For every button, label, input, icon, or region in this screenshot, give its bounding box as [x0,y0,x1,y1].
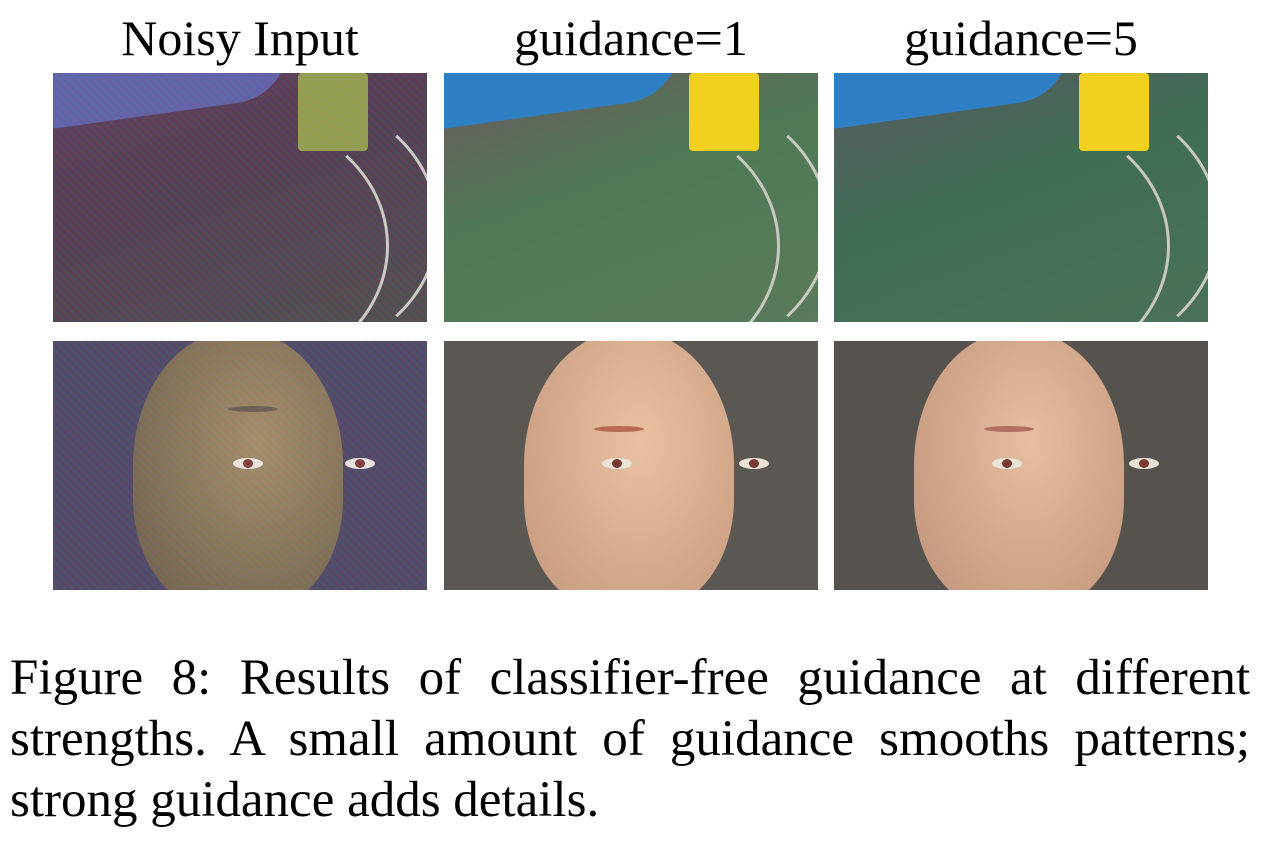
image-train-guidance-5 [834,73,1208,322]
column-header-guidance-5: guidance=5 [904,10,1138,66]
image-train-guidance-1 [444,73,818,322]
figure-caption: Figure 8: Results of classifier-free gui… [10,650,1250,828]
image-noisy-train [53,73,427,322]
column-header-guidance-1: guidance=1 [514,10,748,66]
image-face-guidance-1 [444,341,818,590]
image-face-guidance-5 [834,341,1208,590]
column-header-noisy-input: Noisy Input [121,10,359,66]
image-noisy-face [53,341,427,590]
